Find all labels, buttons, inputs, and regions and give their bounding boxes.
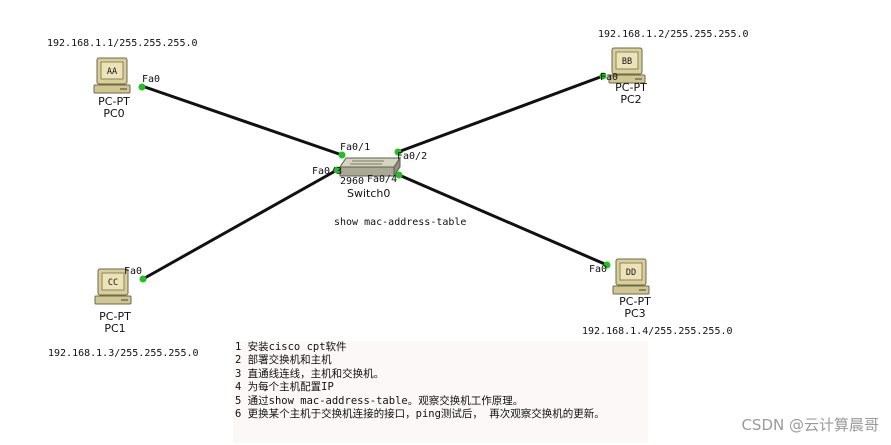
link-pc3-switch[interactable]: [398, 173, 608, 267]
link-light-sw-p4: [395, 171, 403, 179]
notes-line-1: 1 安装cisco cpt软件: [235, 341, 347, 353]
pc3-screen-label: DD: [626, 268, 636, 278]
pc3-type-label: PC-PT: [619, 295, 651, 308]
notes-textbox[interactable]: 1 安装cisco cpt软件 2 部署交换机和主机 3 直通线连线，主机和交换…: [233, 341, 648, 443]
switch0-port-fa0-1-label: Fa0/1: [340, 142, 371, 153]
pc1-name-label: PC1: [104, 322, 126, 335]
link-light-pc0: [138, 83, 146, 91]
pc3-computer-icon[interactable]: DD: [612, 258, 652, 296]
pc2-labels: PC-PT PC2: [609, 82, 653, 106]
pc2-name-label: PC2: [620, 93, 642, 106]
command-annotation: show mac-address-table: [334, 217, 467, 228]
switch0-model-label: 2960: [340, 176, 365, 187]
link-light-sw-p1: [338, 151, 346, 159]
pc3-name-label: PC3: [624, 307, 646, 320]
switch0-port-fa0-4-label: Fa0/4: [367, 174, 398, 185]
pc1-ip-label: 192.168.1.3/255.255.255.0: [48, 348, 199, 359]
watermark-text: CSDN @云计算晨哥: [741, 416, 879, 434]
link-light-pc1: [139, 275, 147, 283]
pc1-computer-icon[interactable]: CC: [94, 268, 134, 306]
pc0-ip-label: 192.168.1.1/255.255.255.0: [47, 38, 198, 49]
notes-line-5: 5 通过show mac-address-table。观察交换机工作原理。: [235, 394, 524, 407]
pc3-labels: PC-PT PC3: [613, 296, 657, 320]
pc2-computer-icon[interactable]: BB: [608, 47, 648, 85]
pc1-type-label: PC-PT: [99, 310, 131, 323]
notes-line-3: 3 直通线连线，主机和交换机。: [235, 367, 385, 380]
pc1-labels: PC-PT PC1: [93, 311, 137, 335]
pc3-ip-label: 192.168.1.4/255.255.255.0: [582, 326, 733, 337]
switch0-name-label: Switch0: [347, 187, 391, 200]
switch0-port-fa0-3-label: Fa0/3: [312, 166, 343, 177]
link-light-sw-p3: [333, 166, 341, 174]
switch0-port-fa0-2-label: Fa0/2: [397, 151, 428, 162]
link-pc1-switch[interactable]: [142, 168, 338, 281]
pc2-ip-label: 192.168.1.2/255.255.255.0: [598, 29, 749, 40]
notes-line-4: 4 为每个主机配置IP: [235, 381, 334, 394]
pc0-name-label: PC0: [103, 107, 125, 120]
pc2-type-label: PC-PT: [615, 81, 647, 94]
switch0-icon[interactable]: [338, 156, 402, 178]
pc0-computer-icon[interactable]: AA: [93, 57, 133, 95]
pc2-port-label: Fa0: [600, 72, 619, 83]
link-light-pc3: [603, 261, 611, 269]
pc1-screen-label: CC: [108, 278, 118, 288]
pc2-screen-label: BB: [622, 57, 632, 67]
notes-line-2: 2 部署交换机和主机: [235, 354, 332, 367]
pc0-port-label: Fa0: [142, 74, 161, 85]
pc1-port-label: Fa0: [124, 266, 143, 277]
pc0-screen-label: AA: [107, 67, 117, 77]
link-light-sw-p2: [394, 148, 402, 156]
link-pc0-switch[interactable]: [141, 84, 343, 157]
notes-line-6: 6 更换某个主机于交换机连接的接口，ping测试后， 再次观察交换机的更新。: [235, 408, 605, 421]
pc0-type-label: PC-PT: [98, 95, 130, 108]
pc0-labels: PC-PT PC0: [92, 96, 136, 120]
link-light-pc2: [599, 72, 607, 80]
link-pc2-switch[interactable]: [397, 74, 604, 154]
pc3-port-label: Fa0: [589, 264, 608, 275]
